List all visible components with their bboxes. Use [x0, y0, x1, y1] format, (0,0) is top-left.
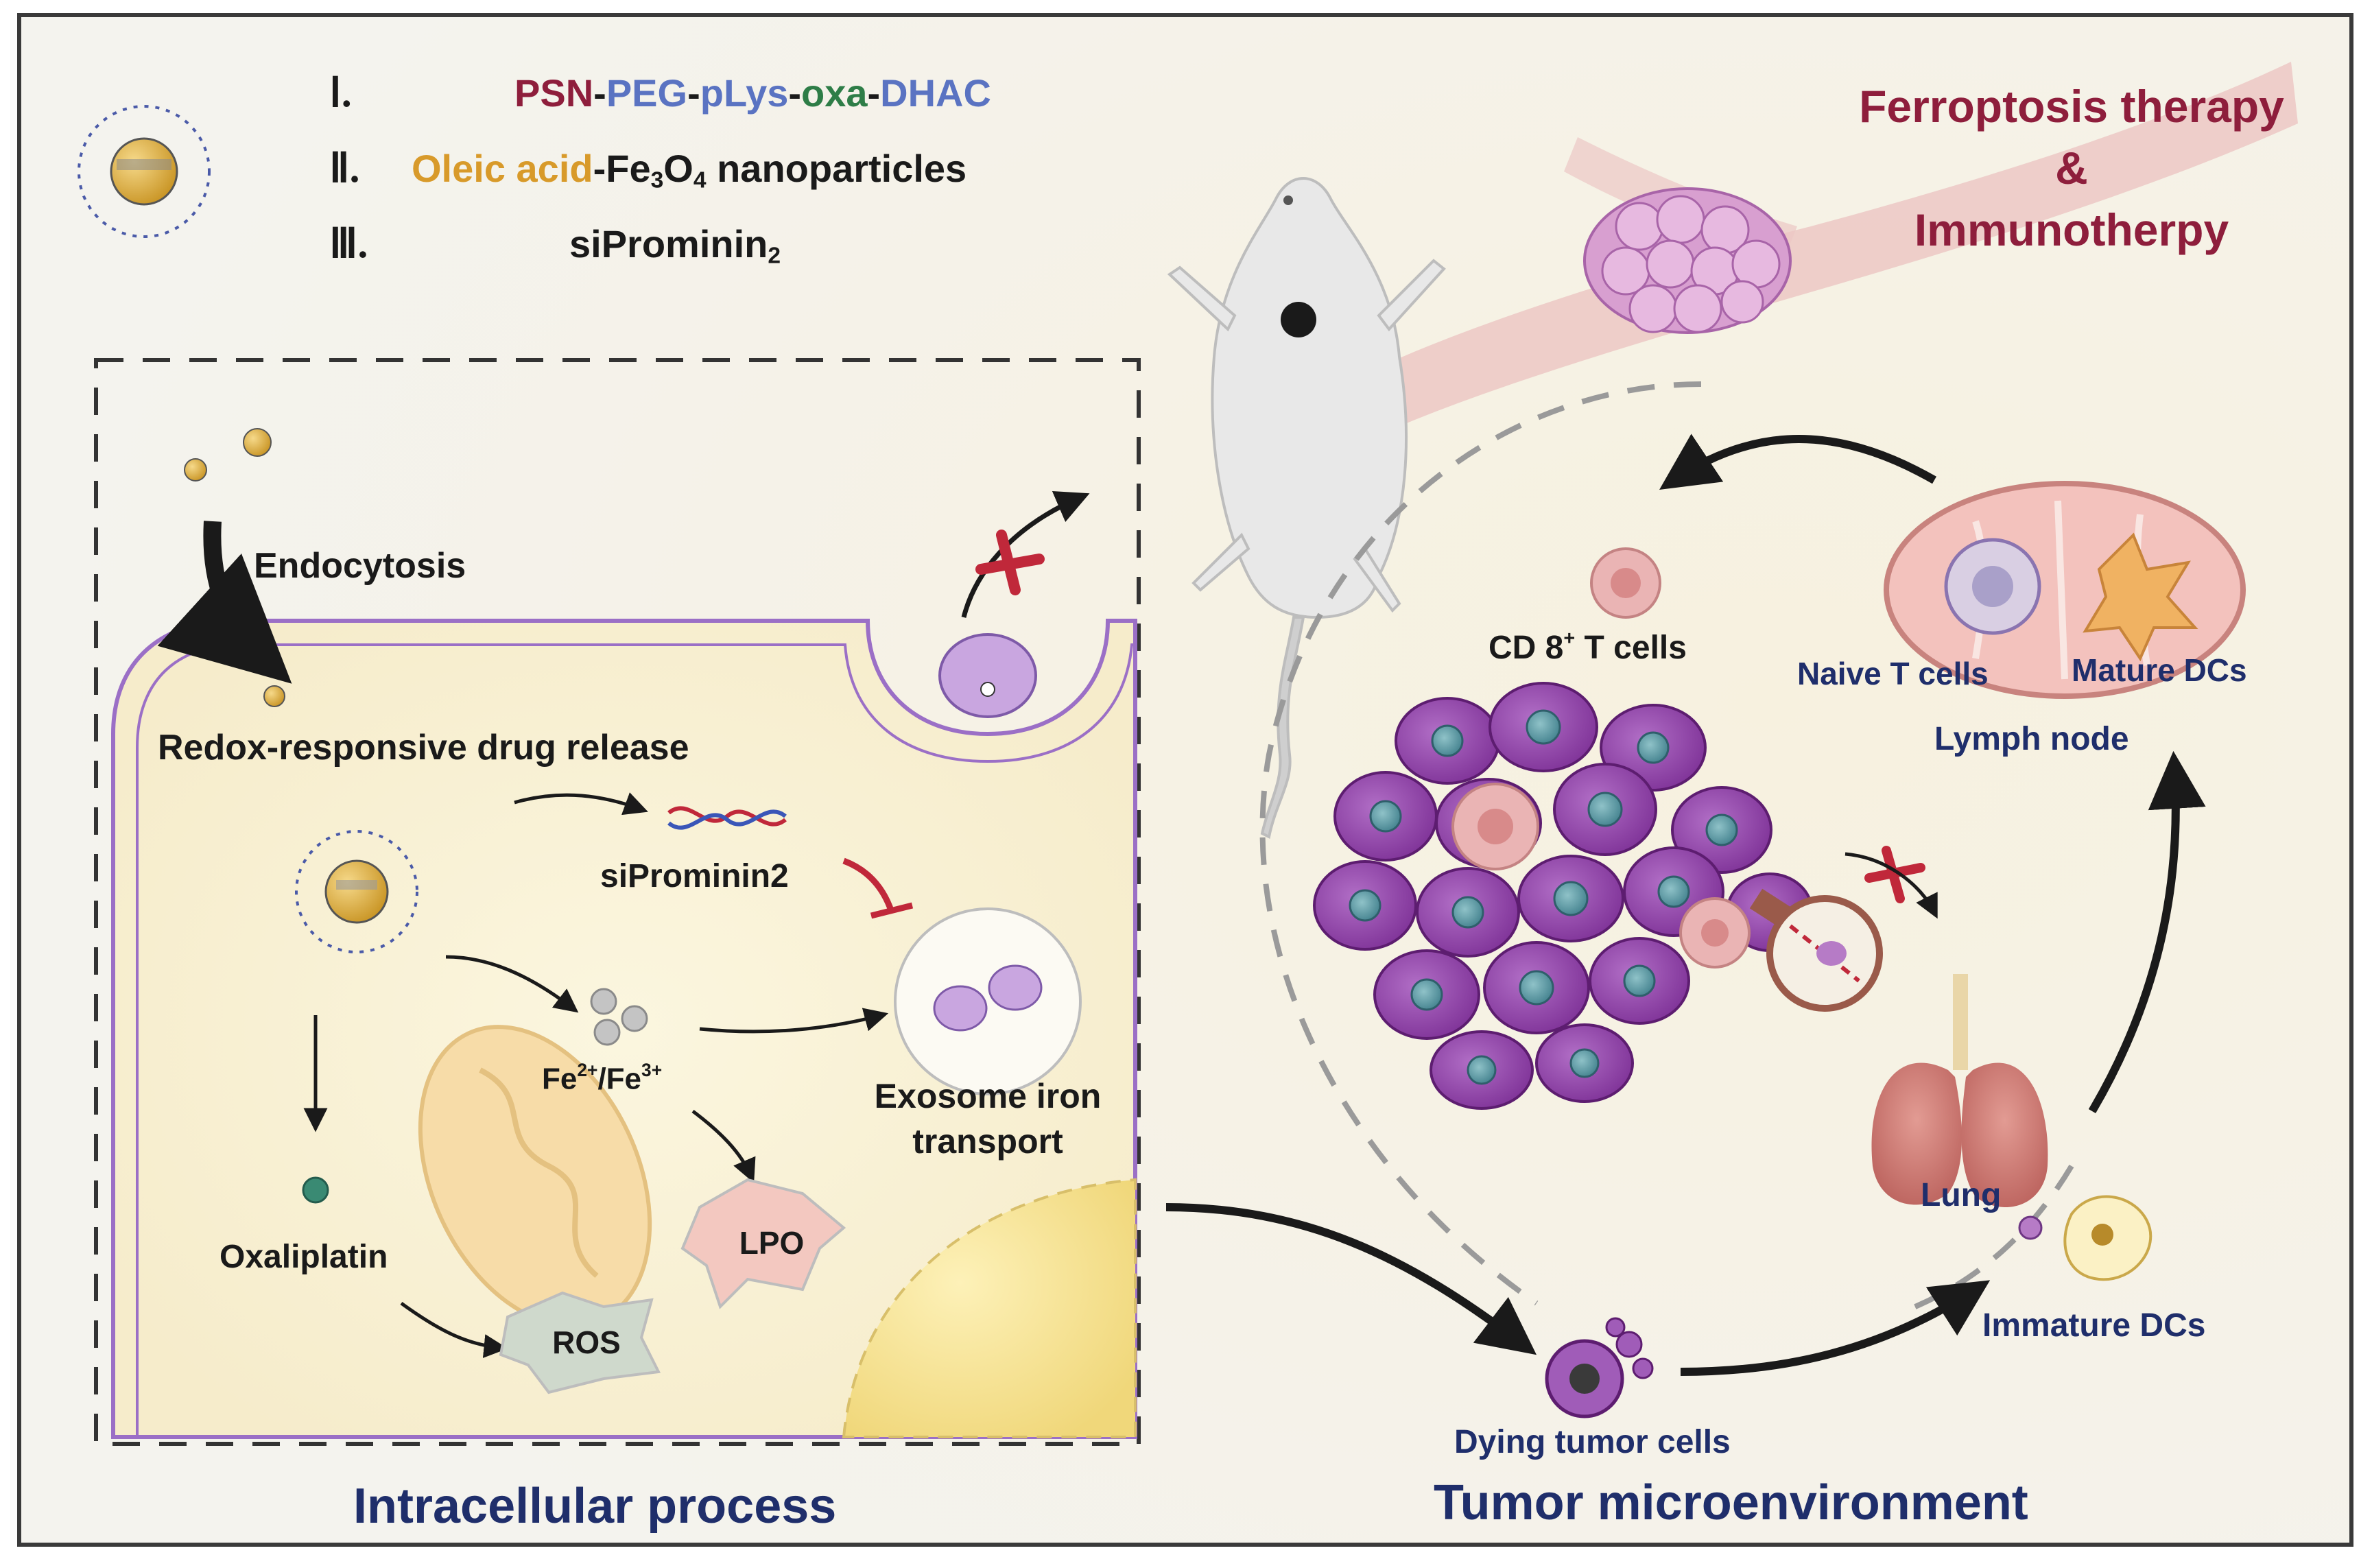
blood-vessel [1372, 62, 2298, 432]
mature-dcs-label: Mature DCs [2072, 652, 2247, 688]
block-cross-export [975, 530, 1045, 595]
inhibition-line [842, 857, 895, 914]
dying-tumor-cells-label: Dying tumor cells [1454, 1424, 1731, 1460]
therapy-line-3: Immunotherpy [1914, 204, 2229, 255]
extracellular-nanoparticles [184, 428, 272, 482]
cell-membrane [111, 619, 1137, 1439]
intracellular-box [94, 358, 1141, 1446]
lpo-label: LPO [739, 1225, 805, 1261]
arrow-dying-to-immature [1680, 1280, 1991, 1376]
sirna-helix [667, 806, 787, 830]
iron-ions-label: Fe2+/Fe3+ [542, 1060, 663, 1096]
mature-dc [2083, 532, 2198, 662]
legend-siprominin: siProminin [569, 222, 768, 265]
legend-row-1: Ⅰ.PSN-PEG-pLys-oxa-DHAC [329, 70, 991, 115]
lung [1871, 974, 2048, 1207]
legend-numeral-1: Ⅰ. [329, 70, 352, 115]
legend-oxa: oxa [801, 71, 868, 115]
cd8-label: CD 8+ T cells [1489, 628, 1687, 667]
legend-dhac: DHAC [880, 71, 991, 115]
redox-label: Redox-responsive drug release [158, 728, 689, 768]
arrow-immature-to-lymph [2088, 750, 2206, 1114]
lymph-node [1884, 481, 2246, 699]
legend-numeral-2: Ⅱ. [329, 145, 360, 191]
naive-t-cells-label: Naive T cells [1797, 656, 1989, 691]
immature-dcs-label: Immature DCs [1982, 1307, 2206, 1344]
legend-psn: PSN [514, 71, 594, 115]
tumor-spot [1281, 302, 1316, 337]
cell-nucleus [842, 1178, 1137, 1438]
ros-shape [499, 1291, 661, 1394]
block-cross-metastasis [1864, 846, 1925, 903]
tme-title: Tumor microenvironment [1434, 1475, 2028, 1530]
legend-numeral-3: Ⅲ. [329, 221, 368, 266]
mouse [1167, 177, 1446, 839]
therapy-line-1: Ferroptosis therapy [1859, 81, 2284, 132]
mitochondrion [418, 1025, 652, 1328]
endocytosis-label: Endocytosis [254, 546, 466, 586]
intracellular-title: Intracellular process [353, 1479, 837, 1534]
iron-particles [590, 988, 648, 1046]
therapy-line-2: & [2055, 143, 2088, 193]
legend-plys: pLys [700, 71, 789, 115]
exosome-vesicle [894, 907, 1082, 1095]
lung-label: Lung [1921, 1177, 2002, 1213]
arrow-cell-to-dying [1165, 1203, 1537, 1355]
exosome-label: Exosome iron transport [874, 1077, 1102, 1161]
arrow-lymph-to-cd8 [1659, 433, 1936, 490]
legend-row-3: Ⅲ.siProminin2 [329, 221, 781, 269]
cycle-dashed-path [1259, 381, 1702, 1306]
lpo-shape [680, 1178, 846, 1309]
siprominin2-label: siProminin2 [600, 858, 789, 894]
dying-tumor-cell [1545, 1317, 1654, 1418]
oxaliplatin-label: Oxaliplatin [220, 1239, 388, 1275]
legend-peg: PEG [606, 71, 688, 115]
oxaliplatin-particle [302, 1176, 329, 1204]
ros-label: ROS [552, 1325, 621, 1360]
lymph-node-label: Lymph node [1934, 721, 2129, 757]
released-nanoparticle [295, 830, 418, 953]
immature-dc [2018, 1195, 2152, 1281]
endocytosis-arrow [157, 521, 292, 684]
circulating-tumor-cluster [1583, 187, 1792, 334]
legend-row-2: Ⅱ.Oleic acid-Fe3O4 nanoparticles [329, 145, 967, 193]
therapy-heading: Ferroptosis therapy & Immunotherpy [1797, 75, 2346, 261]
legend-oleic-acid: Oleic acid [412, 147, 593, 190]
tumor-cluster [1313, 682, 1814, 1110]
budding-exosome [938, 633, 1037, 718]
legend-nanoparticle-icon [78, 105, 211, 238]
